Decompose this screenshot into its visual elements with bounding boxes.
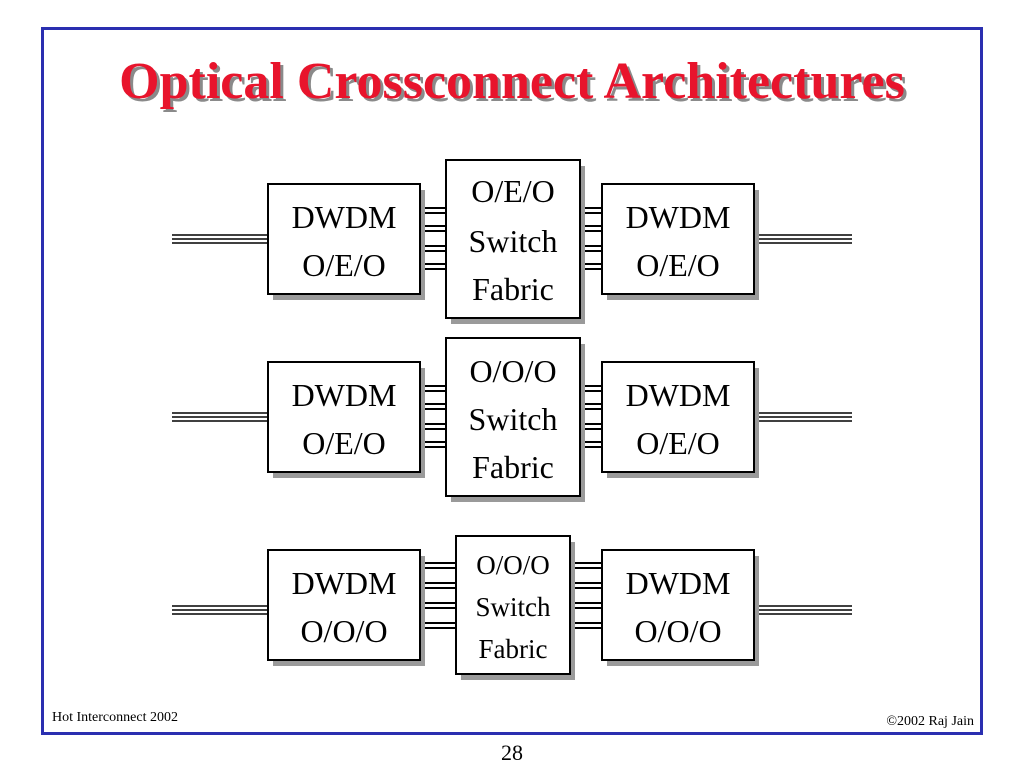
dwdm-box-left-2: DWDM O/E/O: [267, 361, 425, 478]
switch-type-label: O/O/O: [469, 353, 556, 389]
dwdm-box-left-3: DWDM O/O/O: [267, 549, 425, 666]
dwdm-label: DWDM: [292, 377, 397, 413]
dwdm-label: DWDM: [626, 565, 731, 601]
connectors-left-3: [422, 562, 456, 629]
fiber-right-2: [754, 412, 852, 422]
dwdm-label: DWDM: [292, 565, 397, 601]
fiber-left-2: [172, 412, 268, 422]
dwdm-label: DWDM: [626, 377, 731, 413]
fiber-right-3: [754, 605, 852, 615]
connectors-left-2: [422, 385, 446, 448]
dwdm-type-label: O/O/O: [300, 613, 387, 649]
dwdm-label: DWDM: [626, 199, 731, 235]
connectors-left-1: [422, 207, 446, 270]
dwdm-box-left-1: DWDM O/E/O: [267, 183, 425, 300]
dwdm-type-label: O/E/O: [302, 247, 386, 283]
switch-fabric-box-2: O/O/O Switch Fabric: [445, 337, 585, 502]
architecture-row-1: DWDM O/E/O O/E/O Switch Fabric DWDM O/E/…: [172, 159, 852, 324]
fabric-label: Fabric: [472, 449, 554, 485]
fabric-label: Fabric: [479, 634, 548, 664]
dwdm-type-label: O/E/O: [302, 425, 386, 461]
fabric-label: Fabric: [472, 271, 554, 307]
dwdm-box-right-2: DWDM O/E/O: [601, 361, 759, 478]
dwdm-box-right-1: DWDM O/E/O: [601, 183, 759, 300]
architecture-row-3: DWDM O/O/O O/O/O Switch Fabric DWDM O/O/…: [172, 535, 852, 680]
fiber-right-1: [754, 234, 852, 244]
dwdm-type-label: O/E/O: [636, 425, 720, 461]
fiber-left-1: [172, 234, 268, 244]
switch-label: Switch: [469, 223, 558, 259]
switch-fabric-box-1: O/E/O Switch Fabric: [445, 159, 585, 324]
dwdm-type-label: O/E/O: [636, 247, 720, 283]
footer-copyright: ©2002 Raj Jain: [886, 714, 974, 729]
switch-type-label: O/E/O: [471, 173, 555, 209]
footer-conference: Hot Interconnect 2002: [52, 710, 178, 725]
dwdm-type-label: O/O/O: [634, 613, 721, 649]
slide-title: Optical Crossconnect Architectures: [119, 53, 905, 110]
dwdm-label: DWDM: [292, 199, 397, 235]
architecture-row-2: DWDM O/E/O O/O/O Switch Fabric DWDM O/E/…: [172, 337, 852, 502]
switch-fabric-box-3: O/O/O Switch Fabric: [455, 535, 575, 680]
page-number: 28: [501, 740, 523, 765]
connectors-right-3: [570, 562, 602, 629]
switch-label: Switch: [475, 592, 551, 622]
switch-type-label: O/O/O: [476, 550, 550, 580]
dwdm-box-right-3: DWDM O/O/O: [601, 549, 759, 666]
fiber-left-3: [172, 605, 268, 615]
switch-label: Switch: [469, 401, 558, 437]
